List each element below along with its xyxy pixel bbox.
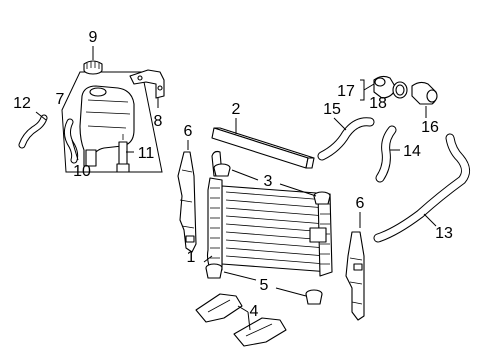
callout-6-right: 6 <box>356 195 365 212</box>
water-outlet <box>411 81 438 105</box>
upper-insulator-left <box>213 163 231 177</box>
overflow-hose <box>18 114 48 149</box>
reservoir-bracket <box>129 69 165 99</box>
lower-insulator-left <box>205 263 223 279</box>
callout-15: 15 <box>323 101 341 118</box>
lower-air-deflector-a <box>195 293 243 323</box>
reservoir-group-outline <box>61 71 163 173</box>
right-side-baffle <box>345 231 365 321</box>
reservoir-cap <box>83 60 103 75</box>
lower-air-deflector-b <box>233 317 287 347</box>
callout-2: 2 <box>232 101 241 118</box>
callout-10: 10 <box>73 163 91 180</box>
callout-8: 8 <box>154 113 163 130</box>
callout-9: 9 <box>89 29 98 46</box>
callout-4: 4 <box>250 303 259 320</box>
callout-12: 12 <box>13 95 31 112</box>
callout-6-left: 6 <box>184 123 193 140</box>
lower-radiator-hose <box>373 133 470 243</box>
reservoir-hose <box>63 118 79 164</box>
callout-1: 1 <box>187 249 196 266</box>
callout-16: 16 <box>421 119 439 136</box>
left-side-baffle <box>177 151 197 253</box>
thermostat-housing <box>373 75 397 99</box>
callout-11: 11 <box>138 145 155 162</box>
callout-7: 7 <box>56 91 65 108</box>
lower-insulator-right <box>305 289 323 305</box>
upper-insulator-right <box>313 191 331 205</box>
heater-hose <box>375 125 397 183</box>
callout-18: 18 <box>369 95 387 112</box>
upper-radiator-hose <box>317 117 375 161</box>
callout-14: 14 <box>403 143 421 160</box>
callout-3: 3 <box>264 173 273 190</box>
callout-5: 5 <box>260 277 269 294</box>
level-sensor <box>116 134 130 173</box>
callout-13: 13 <box>435 225 453 242</box>
thermostat-gasket <box>392 81 408 99</box>
callout-17: 17 <box>337 83 355 100</box>
upper-air-baffle <box>211 127 315 169</box>
